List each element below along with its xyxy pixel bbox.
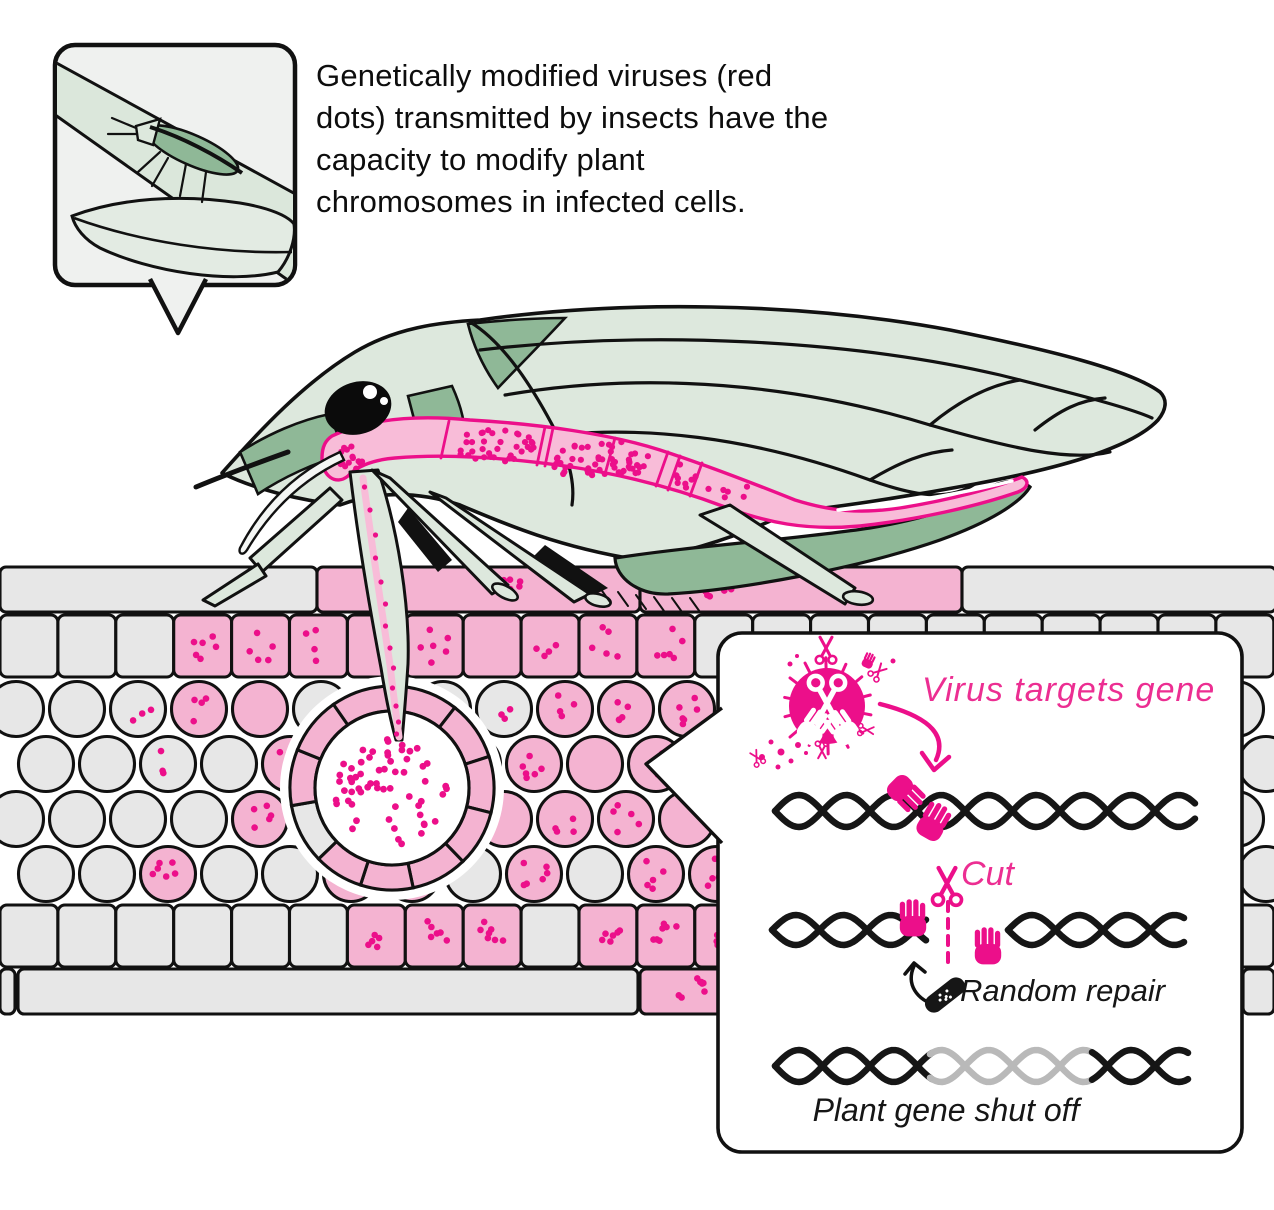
leafhopper-insect: [193, 304, 1167, 742]
virus-icon: [747, 635, 896, 770]
dna-helix-shutoff: [771, 1046, 1192, 1086]
curved-arrow-icon: [877, 701, 952, 773]
inset-speech-bubble: [52, 42, 298, 336]
repair-step: [903, 961, 969, 1017]
callout-box: [644, 631, 1244, 1154]
cut-step: [932, 868, 961, 968]
vascular-bundle-ring: [280, 676, 504, 900]
dna-helix-targeted: [771, 771, 1199, 845]
dna-helix-cut: [768, 899, 1188, 965]
